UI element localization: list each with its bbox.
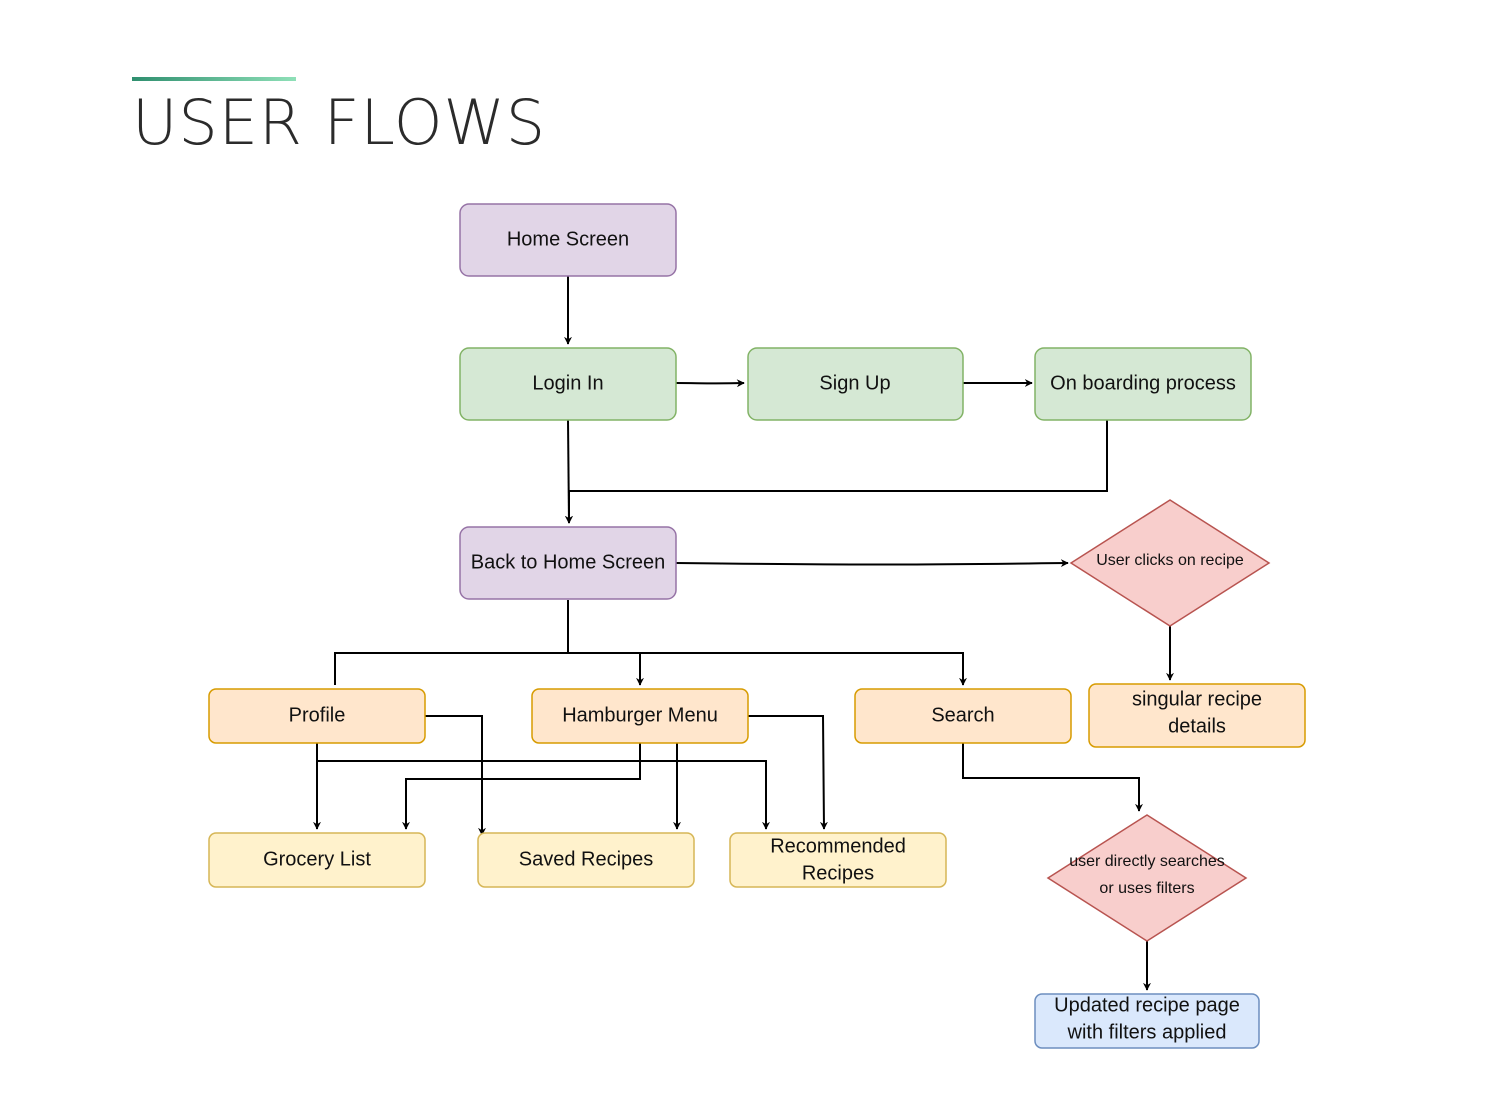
node-updated-label-line1: Updated recipe page (1054, 994, 1240, 1016)
node-home-screen-box (459, 203, 677, 277)
node-updated-recipe-page-box (1034, 993, 1260, 1049)
node-on-boarding-box (1034, 347, 1252, 421)
edges (313, 276, 1174, 991)
node-search-label: Search (931, 704, 994, 726)
node-login-in-label: Login In (532, 372, 603, 394)
edge-profile-to-saved (425, 715, 486, 836)
node-grocery-list-label: Grocery List (263, 848, 371, 870)
node-recommended-recipes: Recommended Recipes (729, 832, 947, 888)
node-on-boarding: On boarding process (1034, 347, 1252, 421)
edge-profile-to-recommended (317, 760, 770, 830)
node-singular-recipe: singular recipe details (1088, 683, 1306, 748)
edge-search-to-decision (962, 743, 1143, 812)
node-sign-up: Sign Up (747, 347, 964, 421)
node-recommended-recipes-box (729, 832, 947, 888)
edge-back-home-to-recipe-decision (675, 559, 1069, 568)
node-login-in-box (459, 347, 677, 421)
node-saved-recipes-box (477, 832, 695, 888)
node-back-to-home-box (459, 526, 677, 600)
node-hamburger-menu-label: Hamburger Menu (562, 704, 718, 726)
node-user-clicks-recipe-diamond (1069, 499, 1271, 627)
node-profile-label: Profile (289, 704, 346, 726)
edge-onboarding-to-back-home (565, 420, 1108, 524)
node-hamburger-menu-box (531, 688, 749, 744)
node-saved-recipes: Saved Recipes (477, 832, 695, 888)
node-home-screen: Home Screen (459, 203, 677, 277)
node-singular-recipe-box (1088, 683, 1306, 748)
node-grocery-list: Grocery List (208, 832, 426, 888)
node-profile-box (208, 688, 426, 744)
node-search-decision: user directly searches or uses filters (1046, 814, 1248, 942)
node-search-decision-diamond (1046, 814, 1248, 942)
page-title: USER FLOWS (132, 86, 547, 159)
node-saved-recipes-label: Saved Recipes (519, 848, 654, 870)
node-recommended-label-line1: Recommended (770, 835, 906, 857)
node-back-to-home: Back to Home Screen (459, 526, 677, 600)
node-updated-recipe-page: Updated recipe page with filters applied (1034, 993, 1260, 1049)
node-grocery-list-box (208, 832, 426, 888)
node-home-screen-label: Home Screen (507, 228, 629, 250)
node-sign-up-label: Sign Up (819, 372, 890, 394)
edge-hamburger-to-grocery (402, 743, 641, 830)
node-back-to-home-label: Back to Home Screen (471, 551, 666, 573)
node-search: Search (854, 688, 1072, 744)
node-profile: Profile (208, 688, 426, 744)
node-singular-recipe-label-line1: singular recipe (1132, 688, 1262, 710)
node-search-box (854, 688, 1072, 744)
node-recommended-label-line2: Recipes (802, 862, 874, 884)
node-singular-recipe-label-line2: details (1168, 715, 1226, 737)
node-user-clicks-recipe: User clicks on recipe (1069, 499, 1271, 627)
node-user-clicks-recipe-label: User clicks on recipe (1096, 552, 1244, 569)
node-sign-up-box (747, 347, 964, 421)
edge-hamburger-to-recommended (748, 715, 828, 830)
node-hamburger-menu: Hamburger Menu (531, 688, 749, 744)
node-search-decision-label-line1: user directly searches (1069, 853, 1225, 870)
node-search-decision-label-line2: or uses filters (1099, 880, 1194, 897)
title-accent-bar (132, 77, 296, 81)
node-on-boarding-label: On boarding process (1050, 372, 1236, 394)
node-updated-label-line2: with filters applied (1067, 1021, 1227, 1043)
node-login-in: Login In (459, 347, 677, 421)
edge-branch-to-profile (334, 652, 967, 686)
